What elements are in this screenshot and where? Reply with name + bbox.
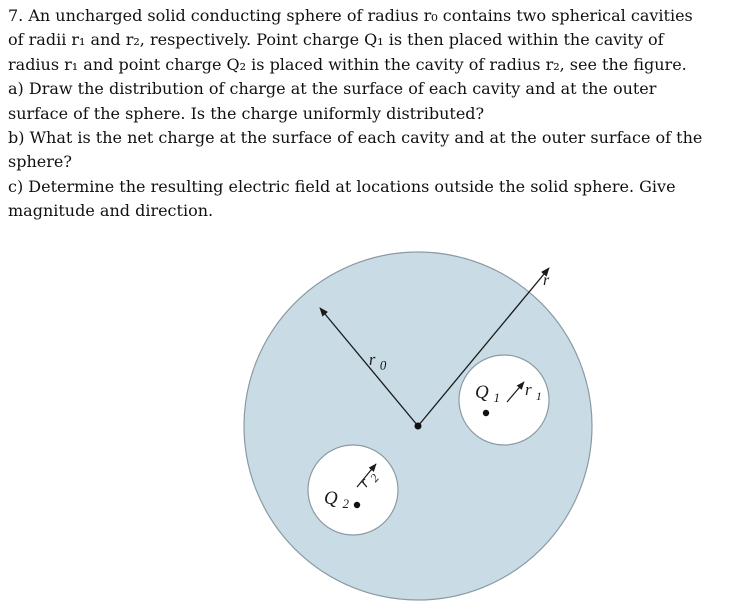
r-direction-arrow xyxy=(417,267,550,427)
label-r0: r 0 xyxy=(368,349,387,373)
label-q1-sub: 1 xyxy=(493,390,500,405)
problem-part-c-line-1: c) Determine the resulting electric fiel… xyxy=(8,176,676,196)
charge-q2-dot xyxy=(353,501,361,509)
label-r1: r 1 xyxy=(525,380,542,403)
r1-radius-arrow xyxy=(506,381,525,403)
label-r0-main: r xyxy=(368,350,376,369)
problem-line-1: 7. An uncharged solid conducting sphere … xyxy=(8,6,693,25)
cavity-1 xyxy=(458,354,550,446)
r2-radius-arrow xyxy=(356,463,377,488)
label-r1-main: r xyxy=(525,380,532,399)
problem-part-c-line-2: magnitude and direction. xyxy=(8,201,214,221)
problem-part-a-line-2: surface of the sphere. Is the charge uni… xyxy=(8,103,485,123)
label-r: r xyxy=(543,272,550,289)
label-q1: Q 1 xyxy=(475,382,500,405)
problem-part-b-line-1: b) What is the net charge at the surface… xyxy=(8,128,703,148)
label-q2-main: Q xyxy=(324,488,338,509)
label-q2-sub: 2 xyxy=(342,496,349,511)
problem-part-b-line-2: sphere? xyxy=(8,152,72,172)
problem-line-2: of radii r₁ and r₂, respectively. Point … xyxy=(8,30,664,50)
label-q1-main: Q xyxy=(475,382,489,403)
problem-part-a-line-1: a) Draw the distribution of charge at th… xyxy=(8,79,657,99)
sphere-center-dot xyxy=(414,422,422,430)
label-q2: Q 2 xyxy=(324,488,349,511)
label-r1-sub: 1 xyxy=(536,389,542,403)
charge-q1-dot xyxy=(482,409,490,417)
cavity-2 xyxy=(307,444,399,536)
problem-statement: 7. An uncharged solid conducting sphere … xyxy=(8,4,748,224)
problem-line-3: radius r₁ and point charge Q₂ is placed … xyxy=(8,54,687,74)
r0-radius-arrow xyxy=(319,307,419,427)
label-r0-sub: 0 xyxy=(380,357,388,372)
